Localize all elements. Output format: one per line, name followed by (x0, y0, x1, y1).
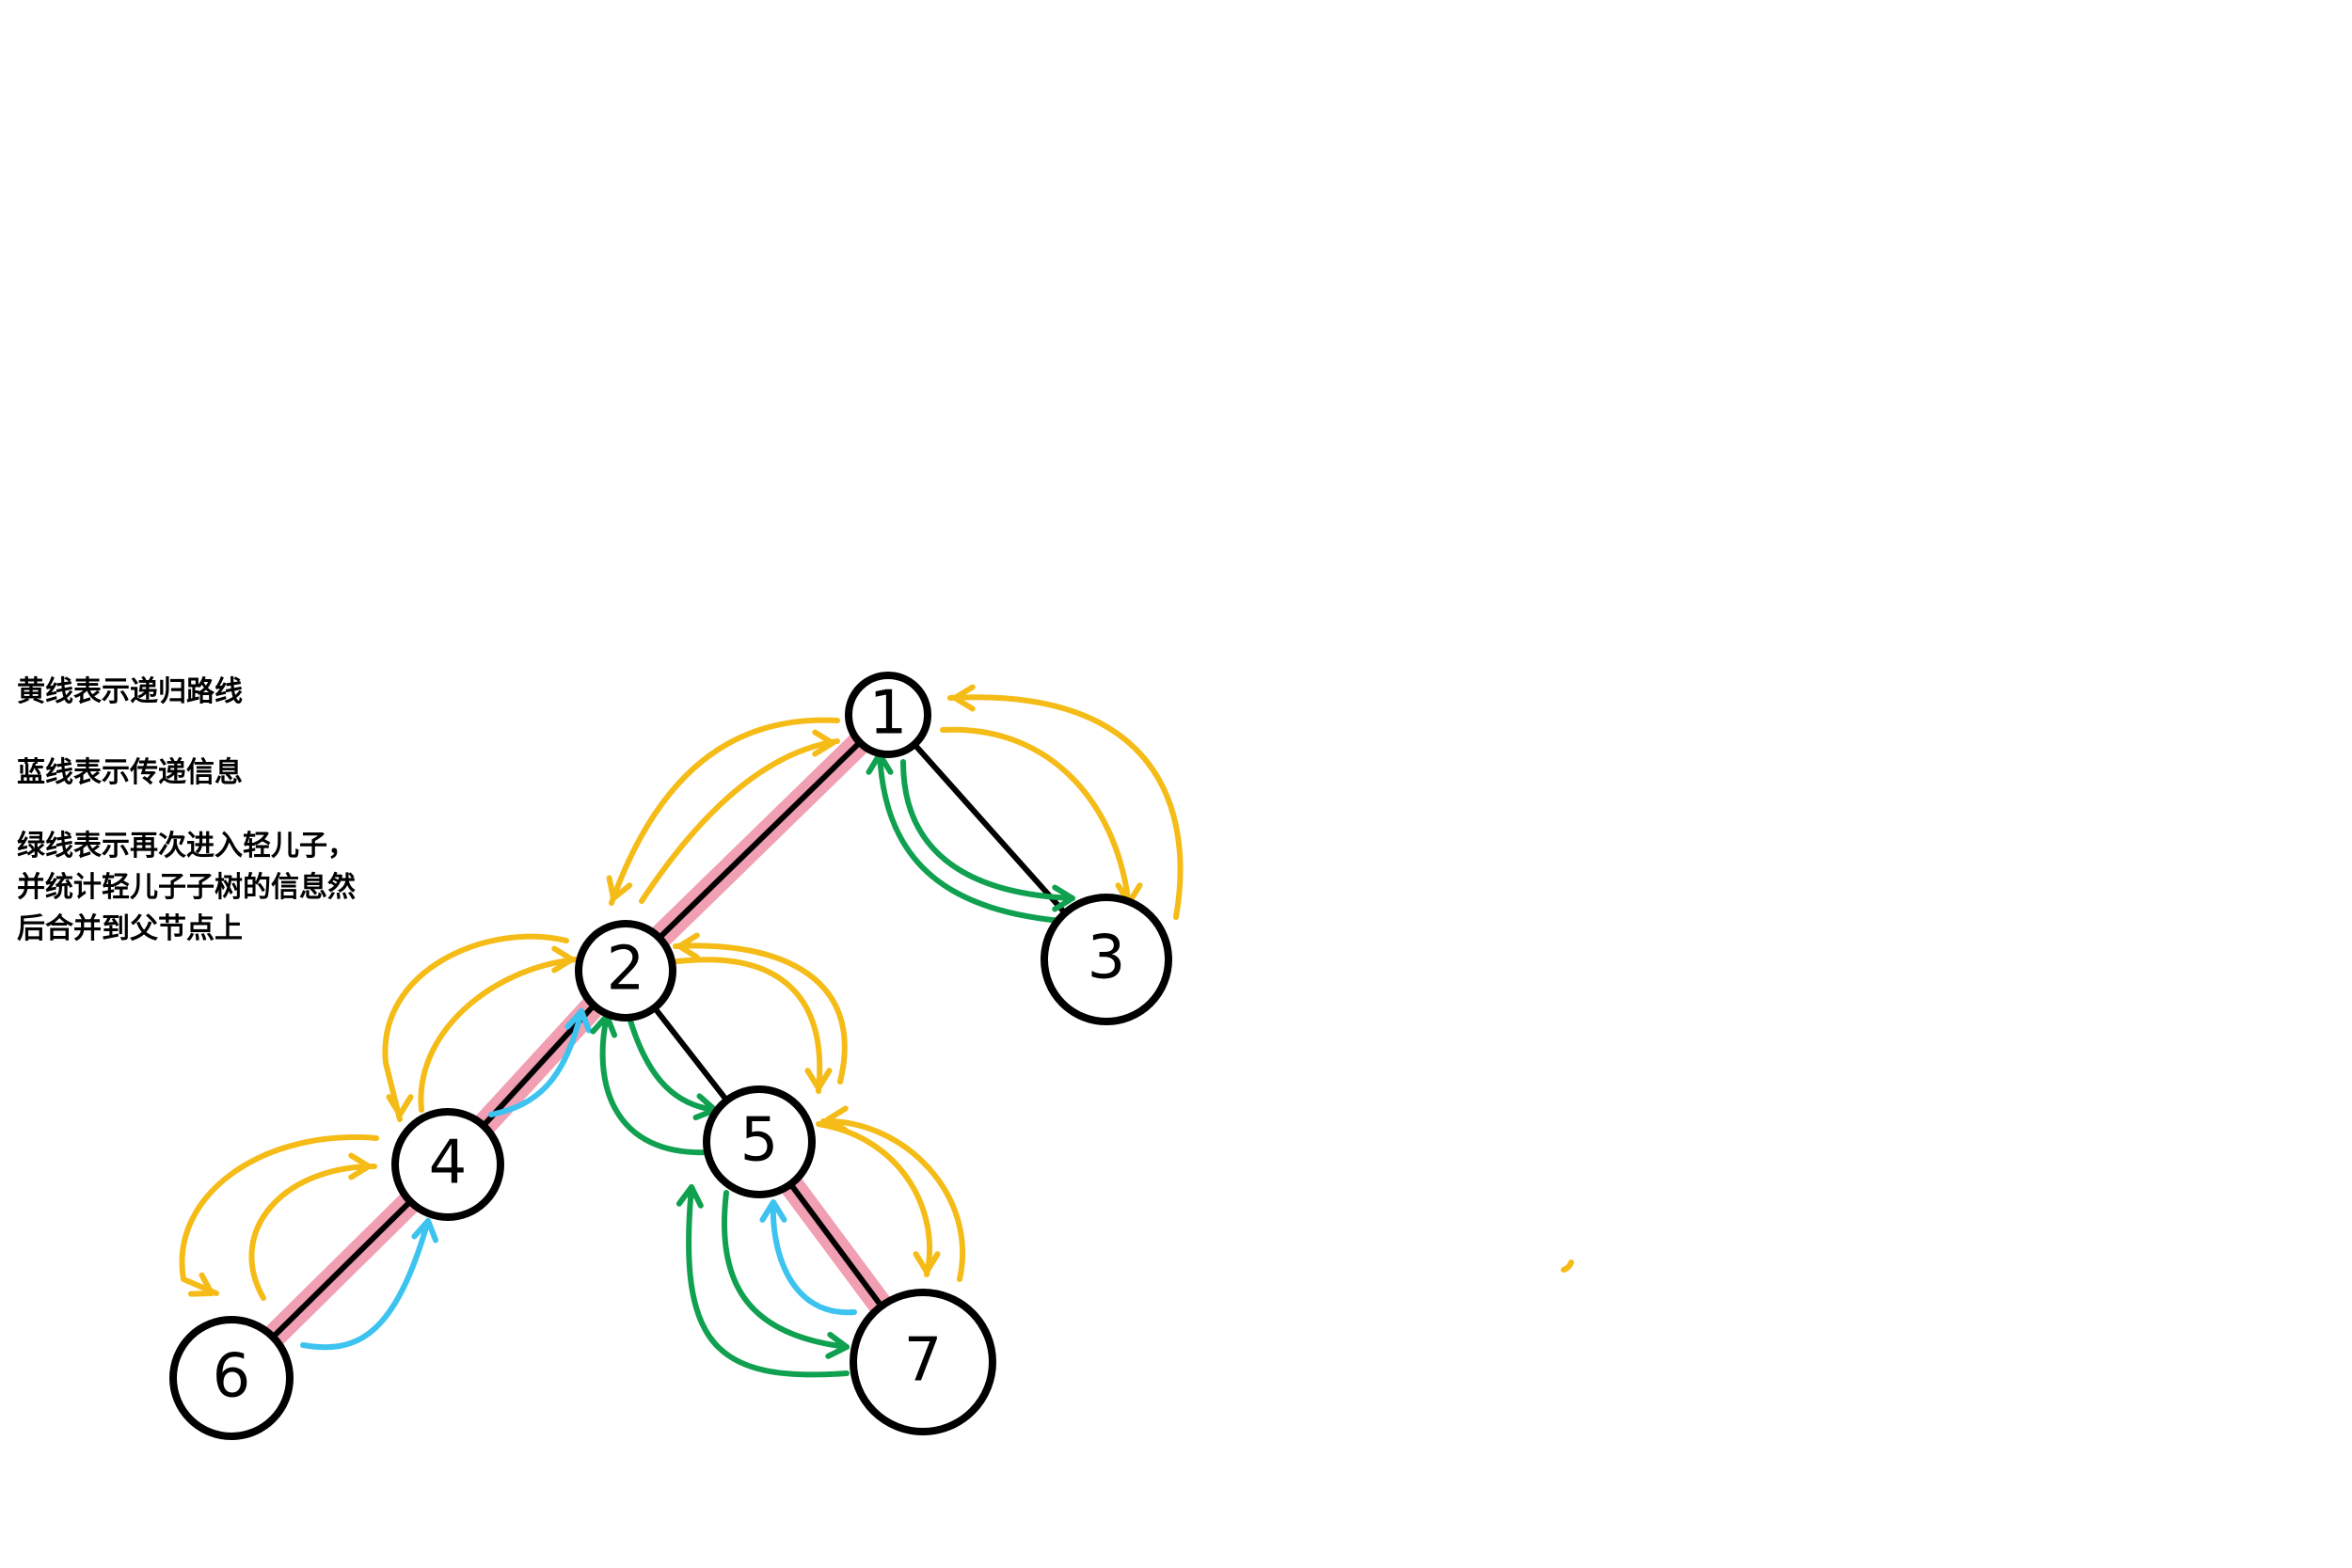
node-circle-3 (1041, 894, 1172, 1025)
tree-node-5: 5 (703, 1085, 816, 1198)
yellow-arrow-5-to-2-outer (673, 932, 848, 1085)
yellow-arrow-1-to-3-inner (940, 726, 1143, 911)
green-arrow-1-to-3-inner (900, 759, 1075, 912)
yellow-arrow-3-to-1-outer (947, 684, 1184, 920)
node-circle-4 (391, 1108, 504, 1221)
yellow-arrow-4-to-6-outer (179, 1134, 379, 1297)
yellow-arrow-2-to-4-outer (382, 933, 569, 1122)
node-circle-5 (703, 1085, 816, 1198)
edge-1-2 (623, 712, 891, 974)
yellow-arrow-1-to-2-outer (606, 717, 840, 906)
yellow-arrow-7-to-5-outer (820, 1105, 966, 1282)
node-label-3: 3 (1088, 924, 1126, 993)
edge-layer (229, 712, 1109, 1381)
node-layer: 1 2 3 4 5 6 7 (169, 672, 1172, 1440)
green-arrow-5-to-2-outer (590, 1013, 713, 1156)
node-circle-7 (850, 1289, 996, 1435)
yellow-arrow-6-to-4-inner (248, 1152, 377, 1301)
blue-arrow-7-to-5 (759, 1199, 857, 1316)
node-label-6: 6 (213, 1342, 251, 1412)
legend-green-line: 绿线表示再次进入轻儿子， 并统计轻儿子子树的信息然 后合并到父节点上 (17, 830, 356, 945)
arrow-layer (179, 684, 1184, 1378)
node-label-4: 4 (429, 1129, 468, 1198)
blue-arrow-4-to-2 (488, 1008, 593, 1117)
yellow-arrow-2-to-1-inner (639, 729, 840, 904)
tree-node-3: 3 (1041, 894, 1172, 1025)
yellow-arrow-2-to-5-inner (675, 957, 833, 1094)
node-label-2: 2 (607, 935, 645, 1005)
node-label-1: 1 (869, 679, 908, 749)
stray-mark (1561, 1259, 1574, 1273)
node-label-7: 7 (904, 1326, 943, 1396)
tree-node-4: 4 (391, 1108, 504, 1221)
tree-node-6: 6 (169, 1316, 294, 1440)
legend-blue-line: 蓝线表示传递信息 (17, 756, 243, 789)
yellow-arrow-4-to-2-inner (418, 945, 579, 1113)
node-circle-2 (575, 920, 676, 1022)
yellow-arrow-5-to-7-inner (816, 1121, 941, 1277)
blue-arrow-6-to-4 (300, 1218, 439, 1351)
green-arrow-5-to-7-inner (721, 1190, 850, 1359)
legend-yellow-line: 黄线表示递归路线 (17, 675, 243, 708)
node-circle-6 (169, 1316, 294, 1440)
node-circle-1 (845, 672, 931, 758)
green-arrow-7-to-5-outer (675, 1184, 850, 1378)
tree-node-2: 2 (575, 920, 676, 1022)
tree-node-1: 1 (845, 672, 931, 758)
node-label-5: 5 (740, 1106, 779, 1176)
tree-node-7: 7 (850, 1289, 996, 1435)
